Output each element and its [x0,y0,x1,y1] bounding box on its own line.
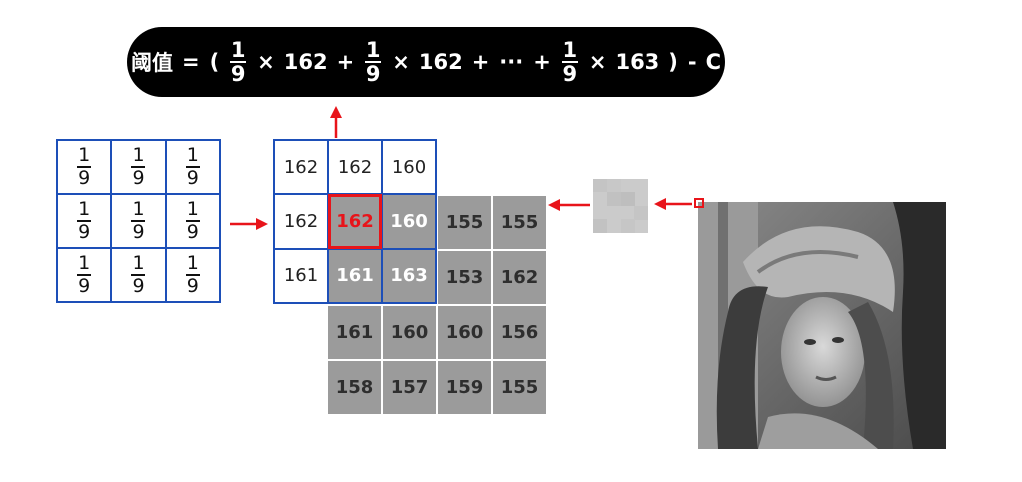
pixel-cell: 155 [438,196,491,249]
window-cell: 162 [328,140,382,195]
formula-open-paren: ( [209,50,220,74]
formula-fraction: 1 9 [230,38,247,86]
formula-constant-c: C [705,50,722,74]
formula-ellipsis: ··· [499,50,524,74]
pixel-cell: 155 [493,196,546,249]
pixel-cell: 158 [328,361,381,414]
window-cell: 162 [274,194,328,249]
pixel-cell: 160 [383,306,436,359]
zoomed-patch-thumbnail [593,179,648,233]
pixel-cell: 161 [328,306,381,359]
formula-value: 162 [283,50,328,74]
window-cell: 160 [382,140,436,195]
threshold-formula: 阈值 = ( 1 9 × 162 + 1 9 × 162 + ··· + 1 9… [127,27,725,97]
pixel-cell: 156 [493,306,546,359]
formula-close-paren: ) [668,50,678,74]
grayscale-portrait-image [698,202,946,449]
window-cell: 160 [382,194,436,249]
formula-minus: - [687,50,697,74]
formula-plus: + [533,50,551,74]
window-cell: 161 [328,248,382,303]
window-cell: 161 [274,248,328,303]
arrow-left-head [654,198,666,210]
arrow-left-head [548,199,560,211]
arrow-up-head [330,106,342,118]
window-cell: 163 [382,248,436,303]
sample-region-marker [694,198,704,208]
formula-fraction: 1 9 [365,38,382,86]
formula-times: × [257,50,275,74]
arrow-right-head [256,218,268,230]
pixel-cell: 162 [493,251,546,304]
pixel-cell: 159 [438,361,491,414]
window-cell: 162 [274,140,328,195]
formula-times: × [588,50,607,74]
formula-fraction: 1 9 [561,38,578,86]
formula-equals: = [181,50,200,74]
formula-value: 163 [615,50,660,74]
pixel-cell: 160 [438,306,491,359]
formula-plus: + [336,50,355,74]
neighborhood-window: 162 162 160 162 162 160 161 161 163 [273,139,437,304]
formula-label: 阈值 [130,51,173,75]
formula-value: 162 [418,50,463,74]
pixel-cell: 153 [438,251,491,304]
window-center-cell: 162 [328,194,382,249]
pixel-cell: 155 [493,361,546,414]
formula-plus: + [471,50,490,74]
formula-times: × [392,50,410,74]
pixel-cell: 157 [383,361,436,414]
